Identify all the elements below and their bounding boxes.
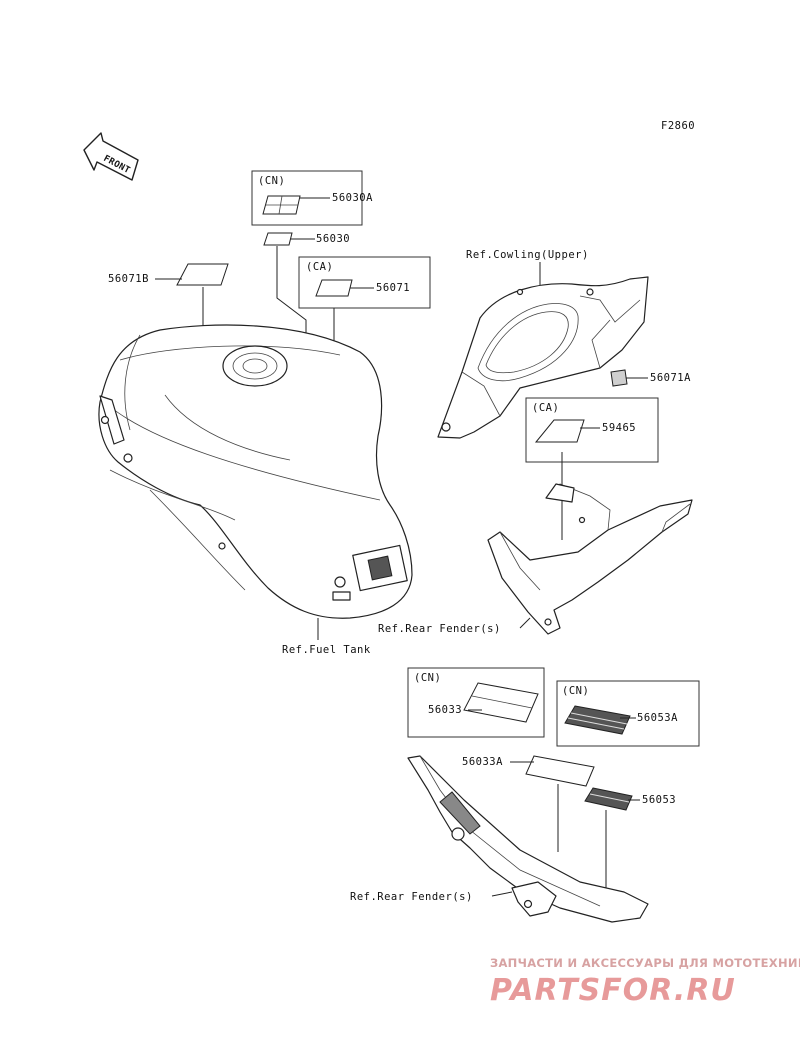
- ca-mid-box-label: (CA): [532, 402, 559, 414]
- ref-rear-fender-1-label: Ref.Rear Fender(s): [378, 623, 501, 635]
- cn-bottom-right-box-label: (CN): [562, 685, 589, 697]
- part-56071b-label: 56071B: [108, 273, 149, 285]
- front-direction-arrow-icon: FRONT: [83, 132, 139, 181]
- part-56071-label: 56071: [376, 282, 410, 294]
- part-56033-label: 56033: [428, 704, 462, 716]
- part-56030-label: 56030: [316, 233, 350, 245]
- sticker-56053a: [564, 705, 631, 735]
- watermark-logo: PARTSFOR.RU: [490, 973, 736, 1008]
- ca-mid-box: [525, 397, 659, 463]
- ref-rear-fender-2-label: Ref.Rear Fender(s): [350, 891, 473, 903]
- ca-top-box: [298, 256, 431, 309]
- sticker-56071: [315, 279, 353, 297]
- figure-code: F2860: [661, 120, 695, 132]
- part-56053-label: 56053: [642, 794, 676, 806]
- part-56071a-label: 56071A: [650, 372, 691, 384]
- part-56030a-label: 56030A: [332, 192, 373, 204]
- ref-fuel-tank-label: Ref.Fuel Tank: [282, 644, 371, 656]
- part-56033a-label: 56033A: [462, 756, 503, 768]
- sticker-56030: [263, 232, 293, 246]
- sticker-56053: [584, 787, 633, 811]
- ref-cowling-upper-label: Ref.Cowling(Upper): [466, 249, 589, 261]
- rear-fender-upper-drawing: [487, 483, 693, 635]
- cn-bottom-left-box-label: (CN): [414, 672, 441, 684]
- cn-bottom-right-box: [556, 680, 700, 747]
- rear-fender-lower-drawing: [407, 755, 649, 923]
- ca-top-box-label: (CA): [306, 261, 333, 273]
- sticker-56033a: [525, 755, 595, 787]
- upper-cowling-drawing: [437, 276, 649, 439]
- cn-top-box: [251, 170, 363, 226]
- sticker-56071b: [176, 263, 229, 286]
- part-56053a-label: 56053A: [637, 712, 678, 724]
- cn-bottom-left-box: [407, 667, 545, 738]
- sticker-56030a: [262, 195, 301, 215]
- sticker-59465: [534, 419, 585, 443]
- watermark-tagline: ЗАПЧАСТИ И АКСЕССУАРЫ ДЛЯ МОТОТЕХНИКИ: [490, 956, 800, 970]
- part-59465-label: 59465: [602, 422, 636, 434]
- fuel-tank-drawing: [98, 324, 413, 619]
- cn-top-box-label: (CN): [258, 175, 285, 187]
- sticker-56071a: [610, 369, 628, 387]
- sticker-56033: [463, 682, 539, 723]
